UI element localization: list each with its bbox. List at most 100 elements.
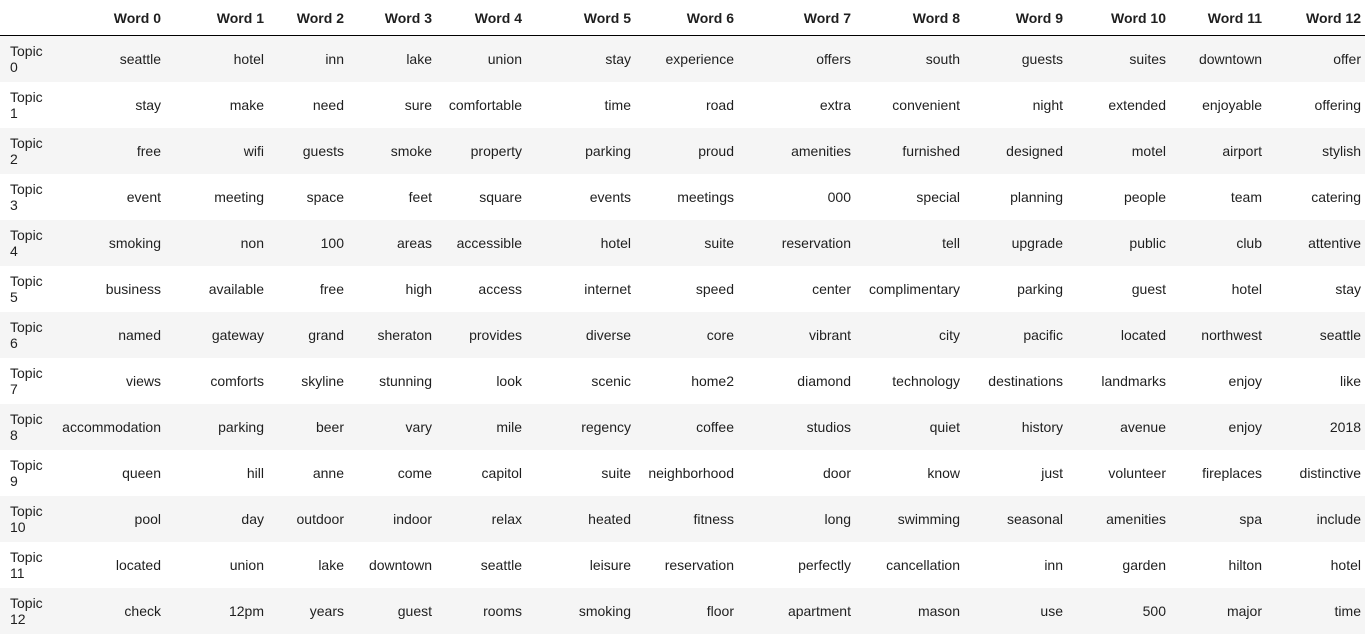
table-cell: views bbox=[125, 372, 161, 389]
table-cell: apartment bbox=[787, 602, 851, 619]
row-index-number: 2 bbox=[10, 150, 18, 167]
row-index-number: 8 bbox=[10, 426, 18, 443]
table-cell: feet bbox=[408, 188, 432, 205]
table-cell: hotel bbox=[233, 50, 264, 67]
table-cell: convenient bbox=[892, 96, 960, 113]
table-cell: volunteer bbox=[1108, 464, 1166, 481]
table-cell: mason bbox=[917, 602, 960, 619]
table-cell: mile bbox=[496, 418, 522, 435]
table-cell: regency bbox=[581, 418, 631, 435]
table-cell: vibrant bbox=[808, 326, 851, 343]
table-cell: capitol bbox=[481, 464, 522, 481]
table-cell: provides bbox=[469, 326, 522, 343]
table-cell: long bbox=[824, 510, 851, 527]
table-cell: enjoy bbox=[1228, 372, 1262, 389]
column-header: Word 8 bbox=[855, 0, 964, 36]
table-cell: attentive bbox=[1308, 234, 1361, 251]
row-index-number: 0 bbox=[10, 58, 18, 75]
table-cell: garden bbox=[1122, 556, 1166, 573]
row-index-number: 6 bbox=[10, 334, 18, 351]
table-cell: complimentary bbox=[868, 280, 960, 297]
table-cell: stay bbox=[135, 96, 161, 113]
table-cell: reservation bbox=[781, 234, 851, 251]
table-cell: spa bbox=[1239, 510, 1262, 527]
table-cell: special bbox=[916, 188, 960, 205]
row-index-label: Topic bbox=[10, 548, 43, 565]
table-cell: 2018 bbox=[1329, 418, 1361, 435]
index-header bbox=[0, 0, 56, 36]
table-cell: look bbox=[496, 372, 522, 389]
table-cell: internet bbox=[584, 280, 631, 297]
table-cell: neighborhood bbox=[648, 464, 734, 481]
table-cell: outdoor bbox=[296, 510, 344, 527]
table-cell: south bbox=[925, 50, 960, 67]
table-cell: time bbox=[1334, 602, 1361, 619]
table-cell: stylish bbox=[1322, 142, 1361, 159]
table-cell: hotel bbox=[1231, 280, 1262, 297]
header-row: Word 0 Word 1 Word 2 Word 3 Word 4 Word … bbox=[0, 0, 1365, 36]
table-cell: relax bbox=[491, 510, 522, 527]
table-cell: offers bbox=[816, 50, 851, 67]
row-index-number: 9 bbox=[10, 472, 18, 489]
column-header: Word 7 bbox=[738, 0, 855, 36]
table-cell: public bbox=[1129, 234, 1166, 251]
table-cell: motel bbox=[1131, 142, 1166, 159]
row-index-number: 3 bbox=[10, 196, 18, 213]
table-cell: accessible bbox=[456, 234, 522, 251]
table-cell: perfectly bbox=[798, 556, 851, 573]
table-cell: guests bbox=[302, 142, 344, 159]
column-header: Word 5 bbox=[526, 0, 635, 36]
table-cell: upgrade bbox=[1011, 234, 1063, 251]
table-cell: union bbox=[487, 50, 522, 67]
table-cell: lake bbox=[406, 50, 432, 67]
row-index-label: Topic bbox=[10, 502, 43, 519]
table-cell: planning bbox=[1010, 188, 1063, 205]
table-cell: event bbox=[126, 188, 161, 205]
table-cell: hill bbox=[246, 464, 264, 481]
table-cell: business bbox=[105, 280, 161, 297]
table-cell: areas bbox=[396, 234, 432, 251]
row-index-label: Topic bbox=[10, 272, 43, 289]
column-header: Word 3 bbox=[348, 0, 436, 36]
table-cell: amenities bbox=[791, 142, 851, 159]
table-cell: cancellation bbox=[886, 556, 960, 573]
table-cell: 500 bbox=[1142, 602, 1166, 619]
table-cell: reservation bbox=[664, 556, 734, 573]
table-cell: guest bbox=[1131, 280, 1166, 297]
row-index-label: Topic bbox=[10, 364, 43, 381]
table-cell: door bbox=[822, 464, 851, 481]
table-cell: night bbox=[1032, 96, 1063, 113]
table-cell: available bbox=[208, 280, 264, 297]
table-cell: speed bbox=[695, 280, 734, 297]
column-header: Word 1 bbox=[165, 0, 268, 36]
row-index-number: 7 bbox=[10, 380, 18, 397]
row-index-label: Topic bbox=[10, 226, 43, 243]
table-cell: heated bbox=[588, 510, 631, 527]
table-cell: technology bbox=[892, 372, 960, 389]
table-cell: high bbox=[405, 280, 432, 297]
table-cell: hotel bbox=[600, 234, 631, 251]
row-index-number: 5 bbox=[10, 288, 18, 305]
table-cell: diverse bbox=[585, 326, 631, 343]
table-cell: queen bbox=[122, 464, 161, 481]
row-index-label: Topic bbox=[10, 318, 43, 335]
table-cell: property bbox=[470, 142, 522, 159]
table-cell: just bbox=[1041, 464, 1063, 481]
table-cell: suite bbox=[704, 234, 734, 251]
table-cell: designed bbox=[1006, 142, 1063, 159]
table-cell: floor bbox=[706, 602, 734, 619]
table-cell: parking bbox=[585, 142, 631, 159]
table-cell: smoking bbox=[108, 234, 161, 251]
table-header: Word 0 Word 1 Word 2 Word 3 Word 4 Word … bbox=[0, 0, 1365, 36]
